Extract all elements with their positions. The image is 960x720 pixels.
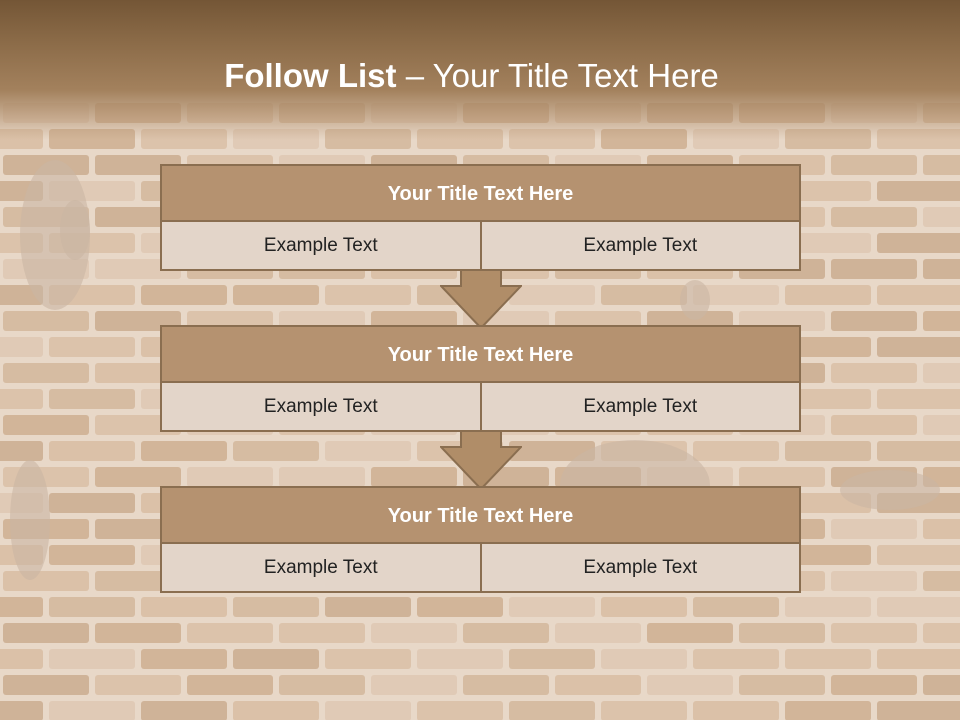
step-text-left: Example Text bbox=[162, 222, 480, 269]
slide-title-main: Follow List bbox=[224, 57, 397, 94]
step-row: Example Text Example Text bbox=[162, 383, 799, 430]
down-arrow-icon bbox=[440, 431, 522, 491]
step-text-right: Example Text bbox=[479, 222, 799, 269]
step-title: Your Title Text Here bbox=[162, 488, 799, 544]
step-text-left: Example Text bbox=[162, 544, 480, 591]
step-row: Example Text Example Text bbox=[162, 222, 799, 269]
step-box-2: Your Title Text Here Example Text Exampl… bbox=[160, 325, 801, 432]
step-title: Your Title Text Here bbox=[162, 327, 799, 383]
slide-title-separator: – bbox=[396, 57, 433, 94]
step-title: Your Title Text Here bbox=[162, 166, 799, 222]
slide-title: Follow List – Your Title Text Here bbox=[0, 54, 943, 98]
step-box-1: Your Title Text Here Example Text Exampl… bbox=[160, 164, 801, 271]
down-arrow-icon bbox=[440, 270, 522, 330]
step-text-right: Example Text bbox=[479, 383, 799, 430]
step-text-right: Example Text bbox=[479, 544, 799, 591]
step-box-3: Your Title Text Here Example Text Exampl… bbox=[160, 486, 801, 593]
step-text-left: Example Text bbox=[162, 383, 480, 430]
slide-title-sub: Your Title Text Here bbox=[432, 57, 719, 94]
step-row: Example Text Example Text bbox=[162, 544, 799, 591]
title-bar bbox=[0, 0, 960, 140]
